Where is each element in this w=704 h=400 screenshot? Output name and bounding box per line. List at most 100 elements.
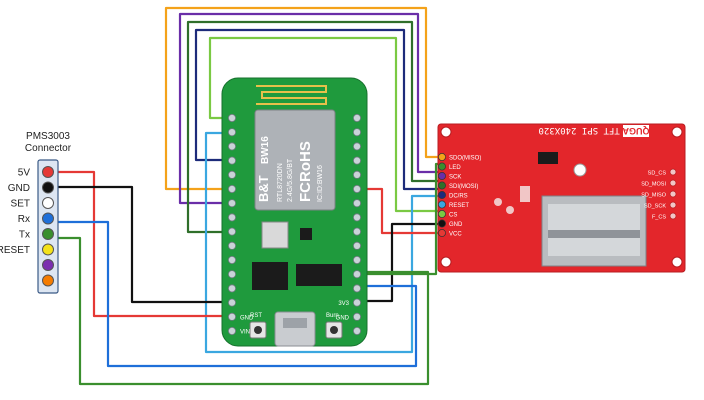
reset-button-cap xyxy=(254,326,262,334)
wire-green-tx xyxy=(49,236,430,386)
tft-pin-label: CS xyxy=(449,213,457,219)
mcu-pin xyxy=(352,114,361,123)
wire-lightblue xyxy=(204,131,440,354)
wire-blue-rx xyxy=(49,220,418,368)
tft-pin xyxy=(438,172,446,180)
connector-pin xyxy=(42,243,54,256)
mcu-pin xyxy=(352,156,361,165)
usb-uart-chip xyxy=(252,262,288,290)
tft-logo-box xyxy=(623,125,649,137)
connector-pin-label: Rx xyxy=(18,214,30,225)
mcu-pin xyxy=(227,241,236,250)
mcu-pin xyxy=(227,156,236,165)
sd-pin-label: SD_MOSI xyxy=(641,182,666,188)
module-foot: IC:ID:BW16 xyxy=(317,165,324,202)
mcu-pin xyxy=(227,326,236,335)
module-chip: RTL8720DN xyxy=(277,163,284,202)
sd-pin xyxy=(669,212,677,220)
mcu-pin xyxy=(227,312,236,321)
connector-pin xyxy=(42,228,54,240)
antenna-trace xyxy=(256,85,327,105)
usb-port-inner xyxy=(283,318,307,328)
mounting-hole xyxy=(671,126,683,138)
mcu-pin xyxy=(352,241,361,250)
mcu-pin xyxy=(227,128,236,137)
mounting-hole xyxy=(440,256,452,268)
tft-title: 2.2 TFT SPI 240X320 xyxy=(539,125,642,135)
connector-pin xyxy=(42,274,54,287)
tft-pin xyxy=(438,200,446,209)
tft-pin xyxy=(438,153,446,161)
regulator-chip xyxy=(261,221,289,249)
connector-pin xyxy=(42,166,54,178)
tft-pin-label: DC/RS xyxy=(449,194,468,200)
mcu-pin xyxy=(352,184,361,193)
connector-pin xyxy=(42,181,54,194)
mcu-pin xyxy=(352,298,361,307)
wire-navy xyxy=(194,28,440,191)
wire-red-5v xyxy=(49,170,232,318)
sd-pin xyxy=(669,201,677,209)
connector-pin-label: Tx xyxy=(19,230,30,241)
mcu-pin xyxy=(352,213,361,222)
burn-button-label: Burn xyxy=(326,313,339,319)
connector-subtitle: Connector xyxy=(25,143,72,154)
tft-pin-label: SCK xyxy=(449,175,461,181)
mcu-pin xyxy=(227,255,236,264)
sd-card-slot-contacts xyxy=(548,230,640,238)
mcu-pin xyxy=(227,298,236,307)
module-labels: B&T BW16 RTL8720DN 2.4G/5.8G/BT FCRoHS I… xyxy=(256,136,324,202)
reset-button-label: RST xyxy=(250,313,262,319)
connector-pins xyxy=(42,166,54,287)
mcu-pin xyxy=(352,128,361,137)
tft-pin-label: LED xyxy=(449,165,461,171)
connector-pin-label: SET xyxy=(11,199,30,210)
module-brand: B&T xyxy=(256,175,271,202)
mcu-pin xyxy=(352,142,361,151)
mcu-pin xyxy=(227,227,236,236)
tft-pin-label: SDO(MISO) xyxy=(449,156,481,162)
mcu-pin xyxy=(227,213,236,222)
mcu-pin xyxy=(227,170,236,179)
sd-pin-label: SD_MISO xyxy=(641,193,666,199)
mcu-pin-label: 3V3 xyxy=(338,301,349,307)
sd-pin-label: SD_CS xyxy=(648,171,667,177)
mcu-pin xyxy=(352,170,361,179)
wifi-module-shield xyxy=(254,109,336,211)
mcu-pin xyxy=(227,142,236,151)
tft-logo: QUGA xyxy=(622,126,650,136)
tft-pad xyxy=(494,198,502,206)
connector-pin-label: 5V xyxy=(18,168,31,179)
tft-pin-label: VCC xyxy=(449,232,462,238)
tft-logo-group: QUGA xyxy=(622,125,650,137)
connector-pin xyxy=(42,212,54,225)
mcu-pin xyxy=(352,270,361,279)
connector-title: PMS3003 xyxy=(26,131,70,142)
smd-component xyxy=(300,228,312,240)
sd-pin xyxy=(669,179,677,187)
wire-red-vcc xyxy=(357,187,440,235)
module-model: BW16 xyxy=(260,136,271,164)
mcu-pin-label: GND xyxy=(336,315,350,321)
tft-pin-label: RESET xyxy=(449,203,469,209)
wire-black-gnd xyxy=(49,185,232,304)
sd-pin xyxy=(669,168,677,176)
connector-pin-label: RESET xyxy=(0,245,30,256)
mounting-hole xyxy=(440,126,452,138)
wire-orange xyxy=(164,6,440,191)
tft-pin-label: SDI(MOSI) xyxy=(449,184,478,190)
sd-pin xyxy=(669,190,677,198)
mounting-hole xyxy=(671,256,683,268)
wire-lightgreen xyxy=(208,36,440,213)
usb-port xyxy=(274,311,316,347)
tft-pin xyxy=(438,219,446,228)
tft-pin xyxy=(438,162,446,171)
tft-pin xyxy=(438,210,446,218)
tft-pin-label: GND xyxy=(449,222,463,228)
module-bands: 2.4G/5.8G/BT xyxy=(287,158,294,202)
connector-pin xyxy=(42,197,54,209)
